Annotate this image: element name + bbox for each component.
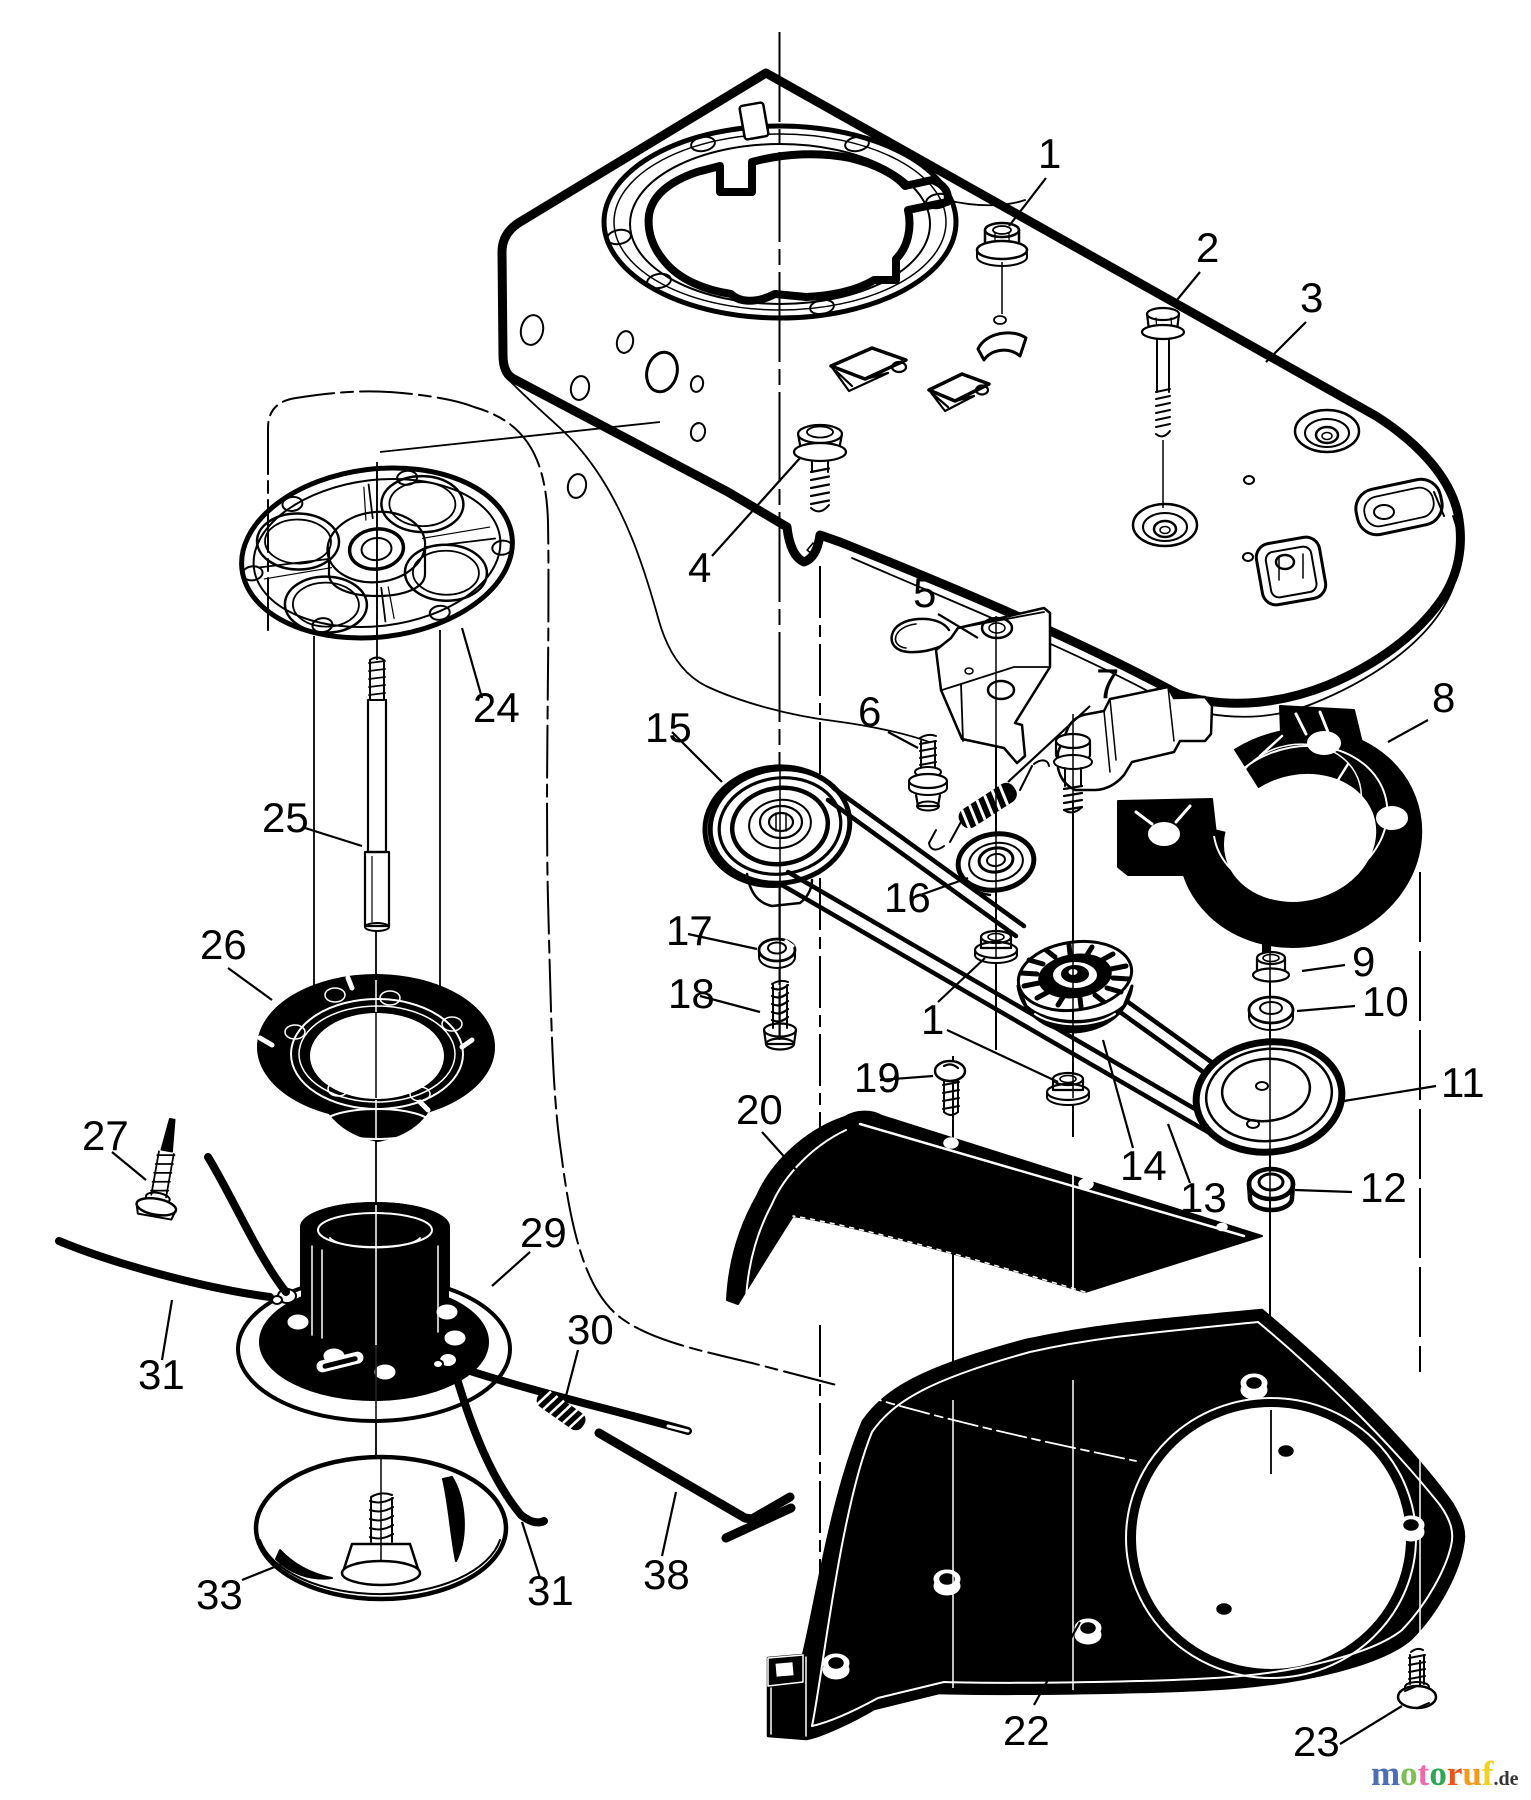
- svg-text:18: 18: [668, 970, 715, 1017]
- svg-text:11: 11: [1441, 1059, 1485, 1106]
- svg-text:6: 6: [858, 688, 881, 735]
- svg-text:motoruf.de: motoruf.de: [1371, 1754, 1519, 1793]
- svg-text:33: 33: [196, 1571, 243, 1618]
- svg-text:31: 31: [527, 1567, 574, 1614]
- svg-text:25: 25: [262, 794, 309, 841]
- svg-text:27: 27: [82, 1112, 129, 1159]
- svg-text:10: 10: [1362, 978, 1409, 1025]
- svg-text:2: 2: [1196, 224, 1219, 271]
- svg-text:13: 13: [1180, 1174, 1227, 1221]
- svg-text:30: 30: [567, 1306, 614, 1353]
- svg-text:1: 1: [1038, 130, 1061, 177]
- svg-text:16: 16: [884, 874, 931, 921]
- svg-text:3: 3: [1300, 274, 1323, 321]
- svg-text:19: 19: [854, 1054, 901, 1101]
- svg-text:29: 29: [520, 1209, 567, 1256]
- svg-text:7: 7: [1096, 660, 1119, 707]
- svg-text:8: 8: [1432, 674, 1455, 721]
- svg-text:4: 4: [688, 544, 711, 591]
- svg-text:26: 26: [200, 921, 247, 968]
- svg-text:38: 38: [643, 1551, 690, 1598]
- svg-text:9: 9: [1352, 938, 1375, 985]
- svg-text:12: 12: [1360, 1164, 1407, 1211]
- svg-text:5: 5: [913, 569, 936, 616]
- svg-text:22: 22: [1003, 1707, 1050, 1754]
- svg-text:20: 20: [736, 1086, 783, 1133]
- svg-text:17: 17: [666, 907, 713, 954]
- svg-text:14: 14: [1120, 1142, 1167, 1189]
- svg-text:1: 1: [921, 996, 944, 1043]
- svg-text:23: 23: [1293, 1718, 1340, 1765]
